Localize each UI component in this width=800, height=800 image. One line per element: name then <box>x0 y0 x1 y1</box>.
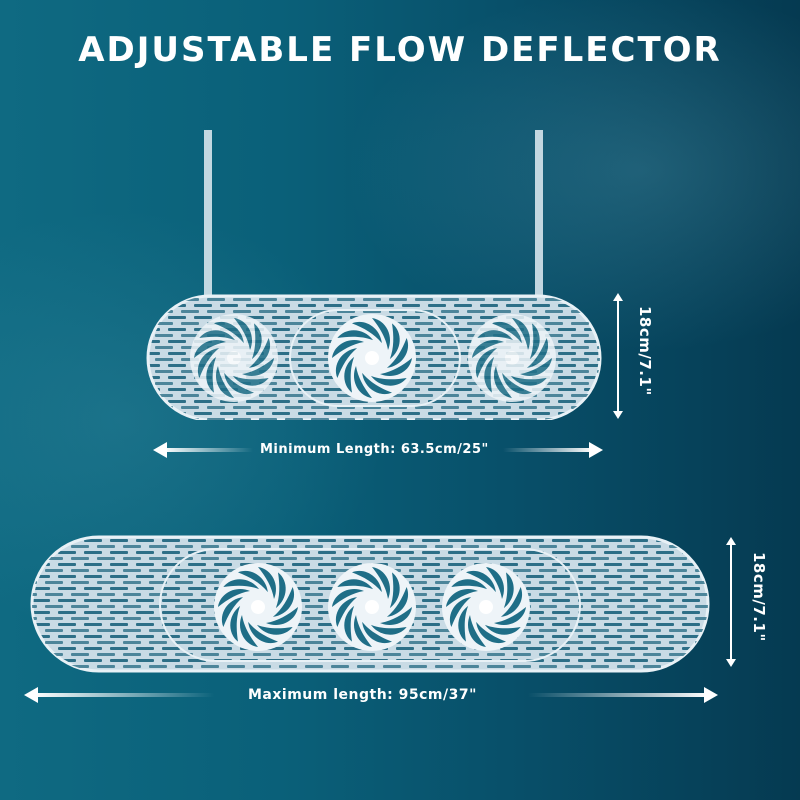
width-label-bottom: Maximum length: 95cm/37" <box>248 687 477 703</box>
height-arrow-top <box>613 293 623 419</box>
height-label-top: 18cm/7.1" <box>636 306 654 396</box>
height-label-bottom: 18cm/7.1" <box>750 552 768 642</box>
page-title: ADJUSTABLE FLOW DEFLECTOR <box>78 30 722 70</box>
width-label-top: Minimum Length: 63.5cm/25" <box>260 442 489 457</box>
height-arrow-bottom <box>726 537 736 667</box>
hanging-rod-right <box>535 130 543 300</box>
width-arrow-top <box>153 442 603 458</box>
flow-deflector-maximum <box>30 535 710 673</box>
width-arrow-bottom <box>24 687 718 703</box>
hanging-rod-left <box>204 130 212 300</box>
flow-deflector-minimum <box>146 130 602 420</box>
